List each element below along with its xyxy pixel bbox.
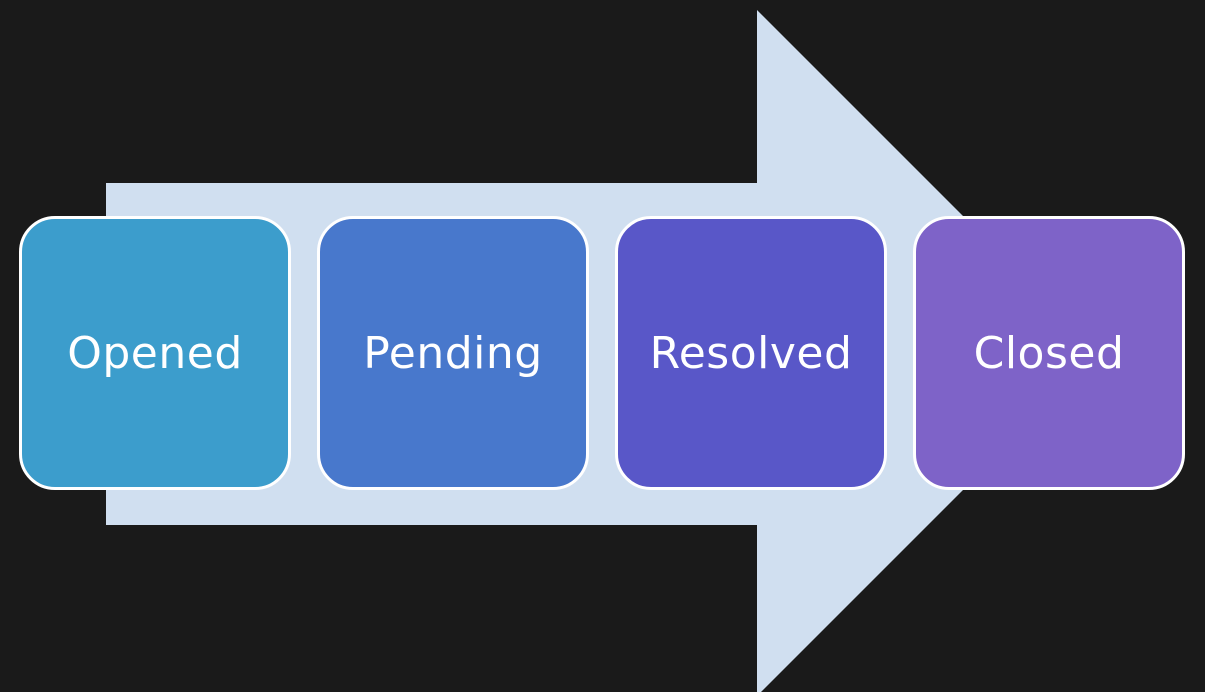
step-label-resolved: Resolved	[649, 327, 853, 379]
step-label-closed: Closed	[973, 327, 1125, 379]
step-box-resolved: Resolved	[615, 216, 887, 490]
step-box-opened: Opened	[19, 216, 291, 490]
step-label-pending: Pending	[363, 327, 543, 379]
step-box-pending: Pending	[317, 216, 589, 490]
step-box-closed: Closed	[913, 216, 1185, 490]
step-label-opened: Opened	[67, 327, 243, 379]
arrow-shape	[106, 10, 1100, 692]
